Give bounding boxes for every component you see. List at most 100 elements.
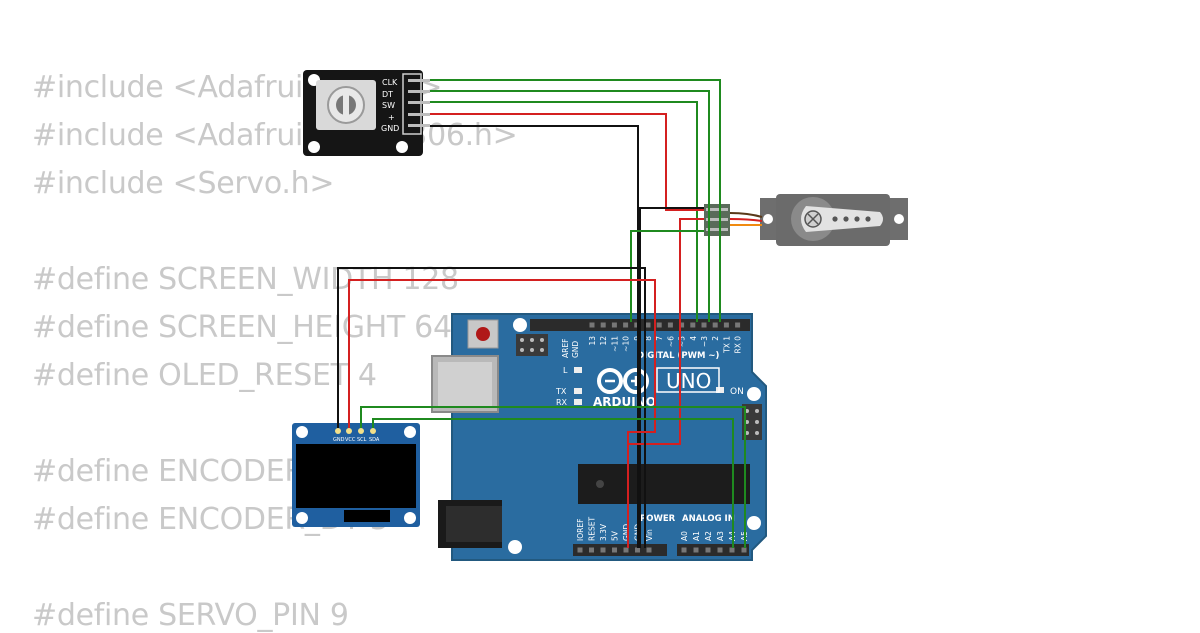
wire-encoder-dt[interactable] (430, 90, 710, 322)
l-led (574, 367, 582, 373)
power-jack (438, 500, 502, 548)
mounting-hole (747, 516, 761, 530)
pin-label: 8 (644, 336, 653, 341)
arduino-uno-board[interactable]: L TX RX ON ARDUINO UNO DIGITAL (PWM ~) P… (431, 313, 767, 561)
pin-label-gnd: GND (333, 437, 345, 443)
wire-servo-signal[interactable] (630, 230, 704, 322)
mounting-hole (894, 214, 904, 224)
on-label: ON (730, 387, 744, 397)
header-pin[interactable] (577, 547, 583, 553)
pin-label: TX 1 (722, 336, 731, 354)
servo-motor[interactable] (704, 194, 908, 246)
tx-label: TX (555, 387, 567, 396)
oled-ribbon (344, 510, 390, 522)
pin-label: ~3 (700, 336, 709, 347)
wire-oled-scl[interactable] (360, 406, 746, 548)
header-pin[interactable] (600, 322, 606, 328)
header-pin[interactable] (623, 322, 629, 328)
atmega-chip (578, 464, 750, 504)
analog-pin-row (681, 547, 747, 553)
pin-label-scl: SCL (357, 437, 367, 443)
on-led (716, 387, 724, 393)
wire-servo-gnd[interactable] (639, 207, 704, 548)
header-pin[interactable] (679, 322, 685, 328)
header-pin[interactable] (717, 547, 723, 553)
model-label: UNO (666, 369, 711, 393)
rx-led (574, 399, 582, 405)
header-pin[interactable] (646, 547, 652, 553)
header-pin[interactable] (693, 547, 699, 553)
l-label: L (563, 366, 568, 375)
mounting-hole (396, 141, 408, 153)
pin-label: 4 (689, 336, 698, 341)
power-header-label: POWER (640, 514, 676, 524)
header-pin[interactable] (589, 322, 595, 328)
usb-connector (431, 355, 499, 413)
oled-screen (296, 444, 416, 508)
mounting-hole (308, 141, 320, 153)
mounting-hole (296, 512, 308, 524)
pin-label-vcc: VCC (345, 437, 356, 443)
header-pin[interactable] (667, 322, 673, 328)
header-pin[interactable] (589, 547, 594, 553)
wire-encoder-vcc[interactable] (430, 113, 704, 211)
header-pin[interactable] (635, 547, 640, 553)
header-pin[interactable] (612, 547, 617, 553)
pin-label: IOREF (576, 519, 585, 541)
code-line: #define SERVO_PIN 9 (32, 598, 349, 633)
header-pin[interactable] (645, 322, 651, 328)
digital-pin-row (589, 322, 741, 328)
encoder-pin-labels: CLK DT SW + GND (381, 78, 399, 133)
mounting-hole (404, 426, 416, 438)
aref-label: AREF (561, 339, 570, 358)
code-line: #define SCREEN_HEIGHT 64 (32, 310, 452, 345)
header-pin[interactable] (701, 322, 707, 328)
mounting-hole (508, 540, 522, 554)
header-pin[interactable] (723, 322, 729, 328)
wire-encoder-sw[interactable] (430, 101, 698, 322)
mounting-hole (404, 512, 416, 524)
wire-oled-vcc[interactable] (348, 279, 656, 548)
servo-cable-brown (729, 212, 763, 218)
shaft-flat (343, 94, 349, 116)
rotary-encoder-module[interactable]: CLK DT SW + GND (303, 70, 430, 156)
icsp-header (516, 334, 548, 356)
code-line: #include <Servo.h> (32, 166, 335, 201)
header-pin[interactable] (611, 322, 617, 328)
rx-label: RX (556, 398, 568, 407)
pin-label: RX 0 (734, 336, 743, 354)
header-pin[interactable] (690, 322, 696, 328)
mounting-hole (296, 426, 308, 438)
pin-label: 3.3V (599, 523, 608, 541)
wire-oled-sda[interactable] (372, 418, 734, 548)
pin-label-gnd: GND (381, 124, 399, 133)
oled-display-module[interactable]: GND VCC SCL SDA (292, 423, 420, 527)
header-pin[interactable] (712, 322, 718, 328)
header-pin[interactable] (735, 322, 741, 328)
pin-label: A3 (716, 531, 725, 541)
pin-label: GND (622, 524, 631, 541)
oled-pin-holes (335, 428, 376, 434)
code-line: #define OLED_RESET 4 (32, 358, 377, 393)
pin-label: 13 (588, 336, 597, 346)
wires (337, 79, 746, 548)
mounting-hole (763, 214, 773, 224)
mounting-hole (747, 387, 761, 401)
pin-label: 5V (611, 530, 620, 541)
header-pin[interactable] (600, 547, 606, 553)
reset-button[interactable] (467, 319, 499, 349)
header-pin[interactable] (705, 547, 711, 553)
pin-label: 12 (599, 336, 608, 346)
header-pin[interactable] (634, 322, 640, 328)
header-pin[interactable] (656, 322, 662, 328)
pin-label: ~6 (666, 336, 675, 347)
header-pin[interactable] (741, 547, 747, 553)
header-pin[interactable] (681, 547, 687, 553)
wire-encoder-clk[interactable] (430, 79, 721, 322)
header-pin[interactable] (729, 547, 735, 553)
servo-horn[interactable] (801, 206, 883, 232)
pin-label: A2 (704, 531, 713, 541)
header-pin[interactable] (623, 547, 629, 553)
